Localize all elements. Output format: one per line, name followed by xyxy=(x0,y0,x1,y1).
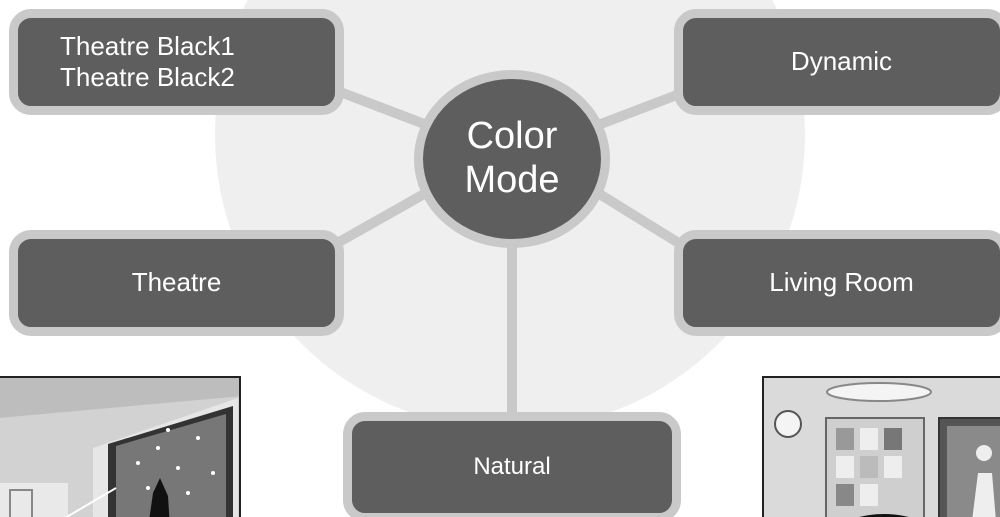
connector-living-room xyxy=(582,180,693,255)
mode-natural[interactable]: Natural xyxy=(343,412,681,517)
hub-label-line1: Color xyxy=(466,115,558,158)
hub-label-line2: Mode xyxy=(464,159,560,201)
mode-label-natural: Natural xyxy=(473,452,551,480)
mode-label-dynamic: Dynamic xyxy=(790,46,893,77)
mode-living-room[interactable]: Living Room xyxy=(674,230,1000,336)
mode-dynamic[interactable]: Dynamic xyxy=(674,9,1000,115)
theatre-room-illustration xyxy=(0,376,241,517)
mode-theatre-black[interactable]: Theatre Black1 Theatre Black2 xyxy=(9,9,344,115)
mode-label-theatre-black2: Theatre Black2 xyxy=(60,62,235,92)
living-room-illustration xyxy=(762,376,1000,517)
mode-label-theatre-black1: Theatre Black1 xyxy=(60,30,235,61)
mode-theatre[interactable]: Theatre xyxy=(9,230,344,336)
connector-dynamic xyxy=(583,85,692,135)
color-mode-hub: Color Mode xyxy=(414,70,610,248)
mode-label-living-room: Living Room xyxy=(769,267,914,298)
mode-label-theatre: Theatre xyxy=(131,267,222,298)
connector-theatre xyxy=(322,180,443,255)
